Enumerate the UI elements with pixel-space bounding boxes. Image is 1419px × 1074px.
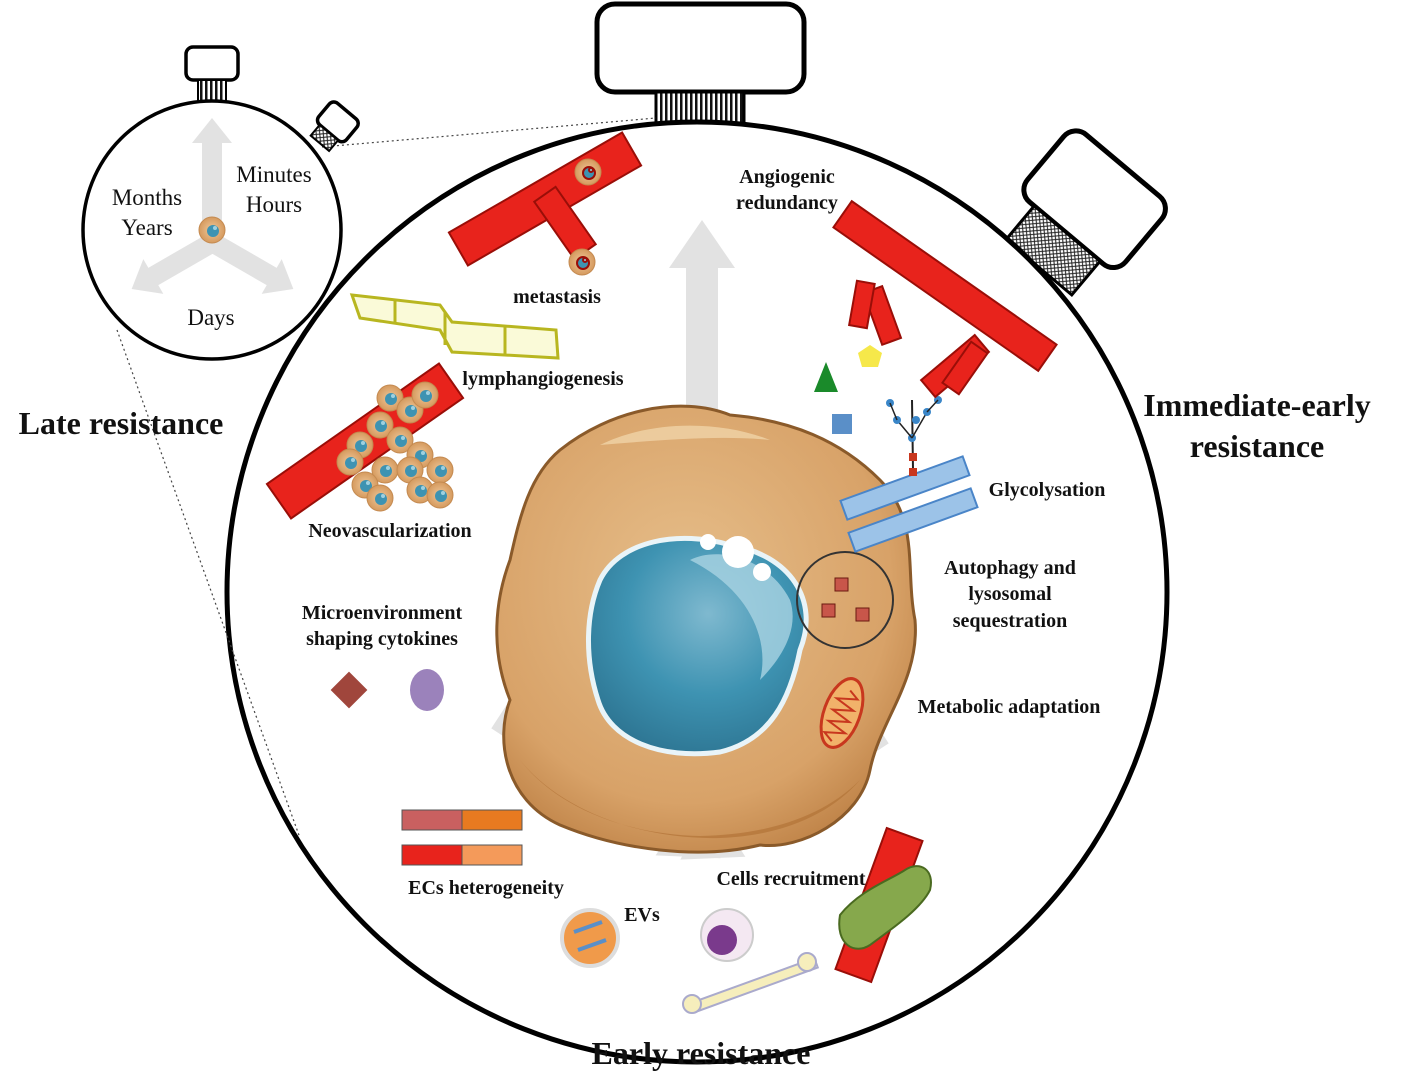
immediate-early-title-line2: resistance [1190,428,1324,464]
tumor-cell [495,404,917,854]
microenv-label-line2: shaping cytokines [306,628,458,650]
immediate-early-title-line1: Immediate-early [1143,387,1370,423]
lysosome [796,551,894,649]
evs-label: EVs [624,904,660,926]
lymphatic-vessel [349,293,560,360]
small-clock-label-hours: Hours [246,192,302,217]
cells-recruitment-label: Cells recruitment [716,868,865,890]
angiogenic-vessels [832,199,1058,399]
blue-square [832,414,852,434]
ev-vesicle [560,908,620,968]
small-clock-label-days: Days [187,305,234,330]
arrow-up [669,220,735,410]
microenv-label-line1: Microenvironment [302,602,463,624]
autophagy-label-line3: sequestration [953,610,1067,632]
early-resistance-title: Early resistance [592,1035,811,1071]
top-button-stem [654,90,746,126]
metastasis-vessel [447,131,643,276]
mitochondrion [819,677,865,749]
cytokine-diamond [330,671,368,709]
small-stopwatch [81,45,360,361]
yellow-pentagon [858,345,882,367]
angiogenic-label-line2: redundancy [736,192,838,214]
glycosylated-receptor [839,396,979,553]
lymphangiogenesis-label: lymphangiogenesis [462,368,623,390]
zoom-line-top [321,117,657,148]
immune-cell [700,908,754,962]
metastasis-label: metastasis [513,286,601,308]
late-resistance-title: Late resistance [19,405,224,441]
metabolic-label: Metabolic adaptation [918,696,1101,718]
small-clock-label-months: Months [112,185,182,210]
side-button [1003,128,1168,298]
autophagy-label-line2: lysosomal [968,583,1052,605]
ecs-bars [401,809,523,866]
small-arrows [131,118,294,294]
cytokine-oval [410,669,444,711]
green-triangle [814,362,838,392]
small-clock-label-years: Years [121,215,172,240]
top-button [594,1,807,95]
recruitment-vessel [834,826,932,984]
neovascularization-vessel [265,362,465,520]
neovascularization-label: Neovascularization [308,520,471,542]
ecs-label: ECs heterogeneity [408,877,564,899]
glycolysation-label: Glycolysation [989,479,1106,501]
angiogenic-label-line1: Angiogenic [739,166,835,188]
small-clock-label-minutes: Minutes [236,162,311,187]
autophagy-label-line1: Autophagy and [944,557,1076,579]
bone [682,952,820,1014]
